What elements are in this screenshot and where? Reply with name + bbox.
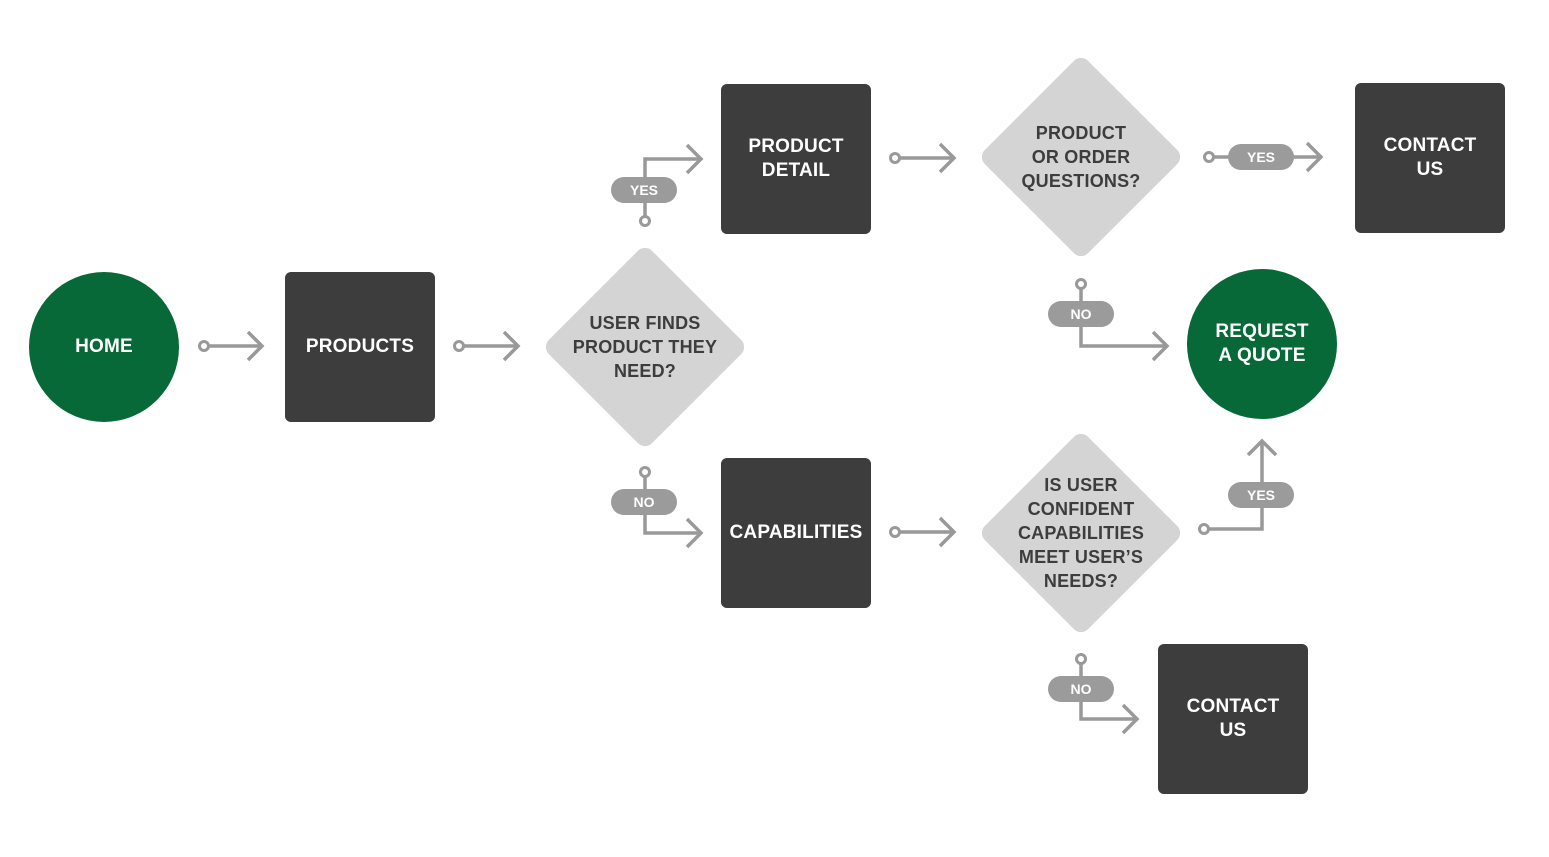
arrow-home-to-products	[198, 330, 265, 362]
product-detail-label: PRODUCT DETAIL	[748, 136, 844, 181]
questions-yes-label: YES	[1246, 149, 1275, 165]
capabilities-label: CAPABILITIES	[729, 522, 863, 543]
arrow-confident-yes-to-request-quote	[1198, 438, 1278, 535]
home-node: HOME	[29, 272, 179, 422]
user-confident-decision: IS USER CONFIDENT CAPABILITIES MEET USER…	[976, 428, 1186, 638]
products-node: PRODUCTS	[285, 272, 435, 422]
confident-no-pill: NO	[1048, 676, 1114, 702]
contact-us-bottom-label: CONTACT US	[1186, 696, 1280, 741]
user-finds-product-label: USER FINDS PRODUCT THEY NEED?	[572, 313, 718, 381]
arrow-capabilities-to-confident	[889, 516, 957, 548]
arrow-products-to-decision	[453, 330, 521, 362]
product-or-order-questions-label: PRODUCT OR ORDER QUESTIONS?	[1021, 123, 1141, 191]
contact-us-top-label: CONTACT US	[1383, 135, 1477, 180]
user-finds-product-decision: USER FINDS PRODUCT THEY NEED?	[540, 242, 750, 452]
questions-no-pill: NO	[1048, 301, 1114, 327]
user-confident-label: IS USER CONFIDENT CAPABILITIES MEET USER…	[1017, 475, 1145, 591]
finds-no-label: NO	[633, 494, 655, 510]
home-label: HOME	[75, 336, 133, 357]
confident-no-label: NO	[1070, 681, 1092, 697]
arrow-product-detail-to-questions	[889, 142, 957, 174]
contact-us-top-node: CONTACT US	[1355, 83, 1505, 233]
capabilities-node: CAPABILITIES	[721, 458, 871, 608]
confident-yes-pill: YES	[1228, 482, 1294, 508]
request-a-quote-node: REQUEST A QUOTE	[1187, 269, 1337, 419]
finds-no-pill: NO	[611, 489, 677, 515]
products-label: PRODUCTS	[305, 336, 415, 357]
request-a-quote-label: REQUEST A QUOTE	[1215, 321, 1309, 366]
finds-yes-pill: YES	[611, 177, 677, 203]
questions-yes-pill: YES	[1228, 144, 1294, 170]
product-or-order-questions-decision: PRODUCT OR ORDER QUESTIONS?	[976, 52, 1186, 262]
finds-yes-label: YES	[629, 182, 658, 198]
questions-no-label: NO	[1070, 306, 1092, 322]
contact-us-bottom-node: CONTACT US	[1158, 644, 1308, 794]
confident-yes-label: YES	[1246, 487, 1275, 503]
product-detail-node: PRODUCT DETAIL	[721, 84, 871, 234]
